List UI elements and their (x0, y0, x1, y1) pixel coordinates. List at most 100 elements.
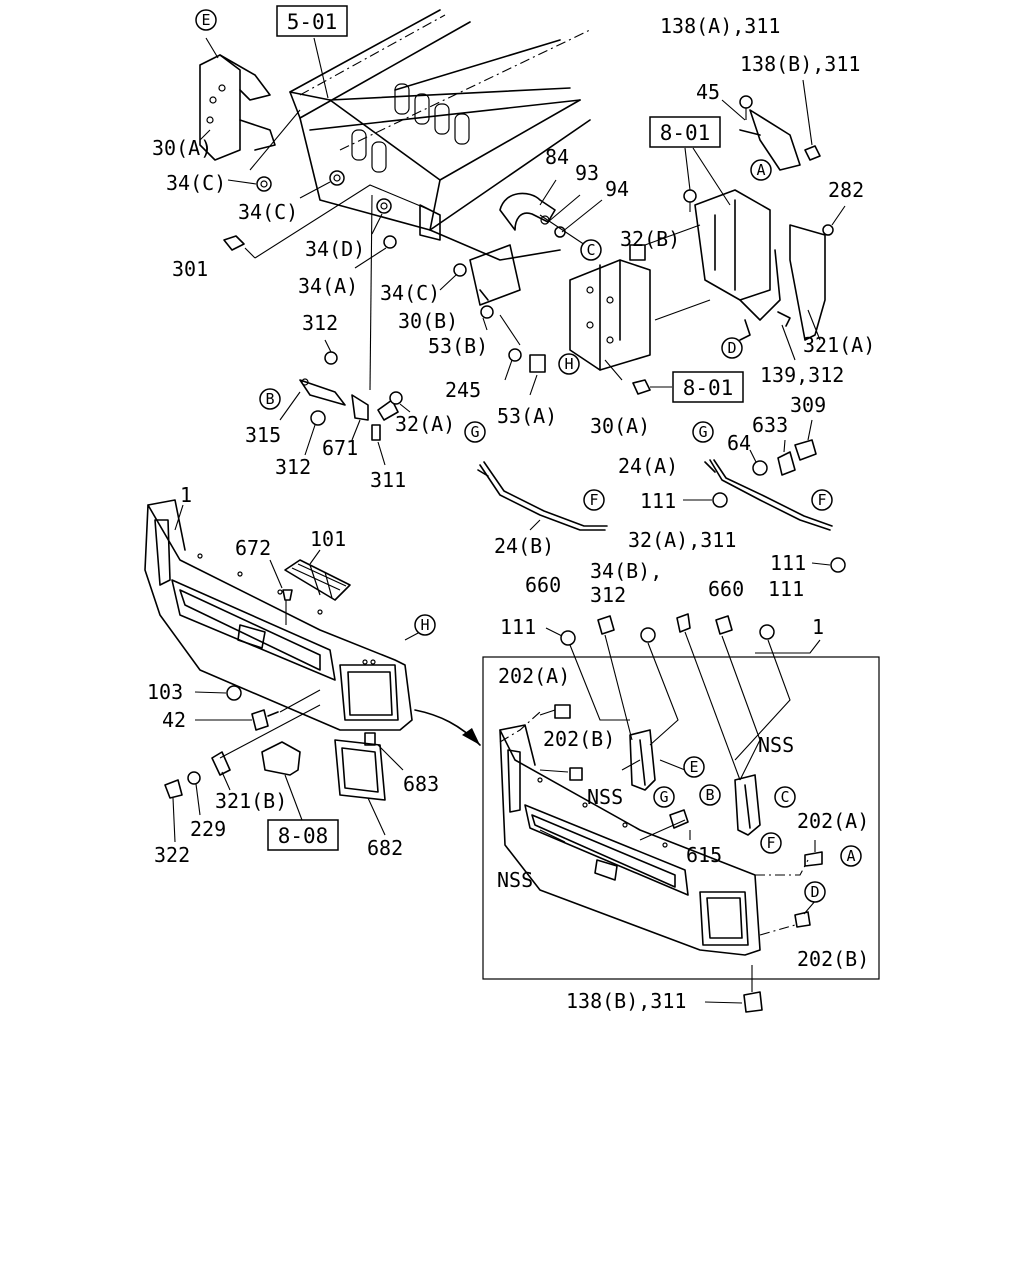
label-32a: 32(A) (395, 412, 455, 436)
label-1-left: 1 (180, 483, 192, 507)
label-32b: 32(B) (620, 227, 680, 251)
label-321b: 321(B) (215, 789, 287, 813)
label-1-right: 1 (812, 615, 824, 639)
label-34c-3: 34(C) (380, 281, 440, 305)
ref-box-8-08: 8-08 (267, 819, 339, 851)
label-34c-1: 34(C) (166, 171, 226, 195)
callout-d-mid: D (721, 337, 743, 359)
callout-h-bumper: H (414, 614, 436, 636)
ref-box-5-01: 5-01 (276, 5, 348, 37)
svg-text:C: C (586, 241, 595, 259)
label-615: 615 (686, 843, 722, 867)
fasteners-bumper-left (194, 685, 321, 731)
label-282: 282 (828, 178, 864, 202)
label-202a-1: 202(A) (498, 664, 570, 688)
callout-e-inset: E (683, 756, 705, 778)
callout-a-inset: A (840, 845, 862, 867)
label-322: 322 (154, 843, 190, 867)
label-682: 682 (367, 836, 403, 860)
lamp-cover-8-08 (164, 704, 321, 843)
svg-text:F: F (589, 491, 598, 509)
svg-text:8-01: 8-01 (683, 376, 734, 400)
label-315: 315 (245, 423, 281, 447)
ref-box-8-01-top: 8-01 (649, 116, 721, 148)
label-311: 311 (370, 468, 406, 492)
svg-text:E: E (689, 758, 698, 776)
ref-box-8-01-mid: 8-01 (632, 371, 744, 403)
svg-text:F: F (817, 491, 826, 509)
label-64: 64 (727, 431, 751, 455)
svg-text:G: G (470, 423, 479, 441)
bracket-45 (721, 79, 821, 171)
label-42: 42 (162, 708, 186, 732)
callout-a-top: A (750, 159, 772, 181)
chassis-frame (289, 9, 591, 261)
svg-text:H: H (564, 355, 573, 373)
detail-arrow (414, 709, 481, 746)
callout-c-mid: C (580, 239, 602, 261)
label-309: 309 (790, 393, 826, 417)
svg-text:5-01: 5-01 (287, 10, 338, 34)
svg-text:8-01: 8-01 (660, 121, 711, 145)
callout-h-mid: H (558, 353, 580, 375)
callouts: E A C H D B G F G F H E G B C F A D (195, 9, 862, 903)
step-101 (269, 549, 351, 625)
plate-30b (469, 244, 546, 396)
svg-text:A: A (846, 847, 855, 865)
label-202b-1: 202(B) (543, 727, 615, 751)
label-312-top: 312 (302, 311, 338, 335)
label-45: 45 (696, 80, 720, 104)
label-53b: 53(B) (428, 334, 488, 358)
label-30a-mid: 30(A) (590, 414, 650, 438)
label-312-bot: 312 (275, 455, 311, 479)
label-301: 301 (172, 257, 208, 281)
label-202b-2: 202(B) (797, 947, 869, 971)
svg-text:F: F (766, 834, 775, 852)
callout-f-left: F (583, 489, 605, 511)
svg-text:8-08: 8-08 (278, 824, 329, 848)
label-24a: 24(A) (618, 454, 678, 478)
bumper-assembly-inset (499, 724, 761, 956)
svg-text:D: D (727, 339, 736, 357)
label-672: 672 (235, 536, 271, 560)
label-111-a: 111 (640, 489, 676, 513)
svg-text:C: C (780, 788, 789, 806)
label-683: 683 (403, 772, 439, 796)
callout-f-inset: F (760, 832, 782, 854)
callout-e-top: E (195, 9, 217, 31)
fasteners-right-mid (749, 419, 817, 476)
label-111-c: 111 (500, 615, 536, 639)
svg-text:B: B (265, 390, 274, 408)
panel-321a (777, 205, 846, 361)
svg-text:A: A (756, 161, 765, 179)
callout-g-right: G (692, 421, 714, 443)
harness-24b (477, 461, 608, 531)
label-nss-1: NSS (587, 785, 623, 809)
label-34a: 34(A) (298, 274, 358, 298)
svg-text:E: E (201, 11, 210, 29)
label-93: 93 (575, 161, 599, 185)
label-34d: 34(D) (305, 237, 365, 261)
label-nss-2: NSS (758, 733, 794, 757)
callout-b-left: B (259, 388, 281, 410)
bumper-assembly-left (144, 499, 421, 731)
small-brackets-left (279, 194, 411, 466)
label-32a-311: 32(A),311 (628, 528, 736, 552)
label-660-b: 660 (708, 577, 744, 601)
detail-inset-box (482, 656, 880, 980)
label-660-a: 660 (525, 573, 561, 597)
bezel-682 (334, 732, 404, 836)
label-138b-311-top: 138(B),311 (740, 52, 860, 76)
label-94: 94 (605, 177, 629, 201)
label-671: 671 (322, 436, 358, 460)
callout-d-inset: D (804, 881, 826, 903)
fasteners-frame (223, 109, 467, 291)
label-138b-311-bot: 138(B),311 (566, 989, 686, 1013)
label-nss-3: NSS (497, 868, 533, 892)
harness-24a (683, 459, 846, 573)
svg-text:G: G (698, 423, 707, 441)
label-111-d: 111 (768, 577, 804, 601)
label-84: 84 (545, 145, 569, 169)
label-30b: 30(B) (398, 309, 458, 333)
label-312-mid: 312 (590, 583, 626, 607)
